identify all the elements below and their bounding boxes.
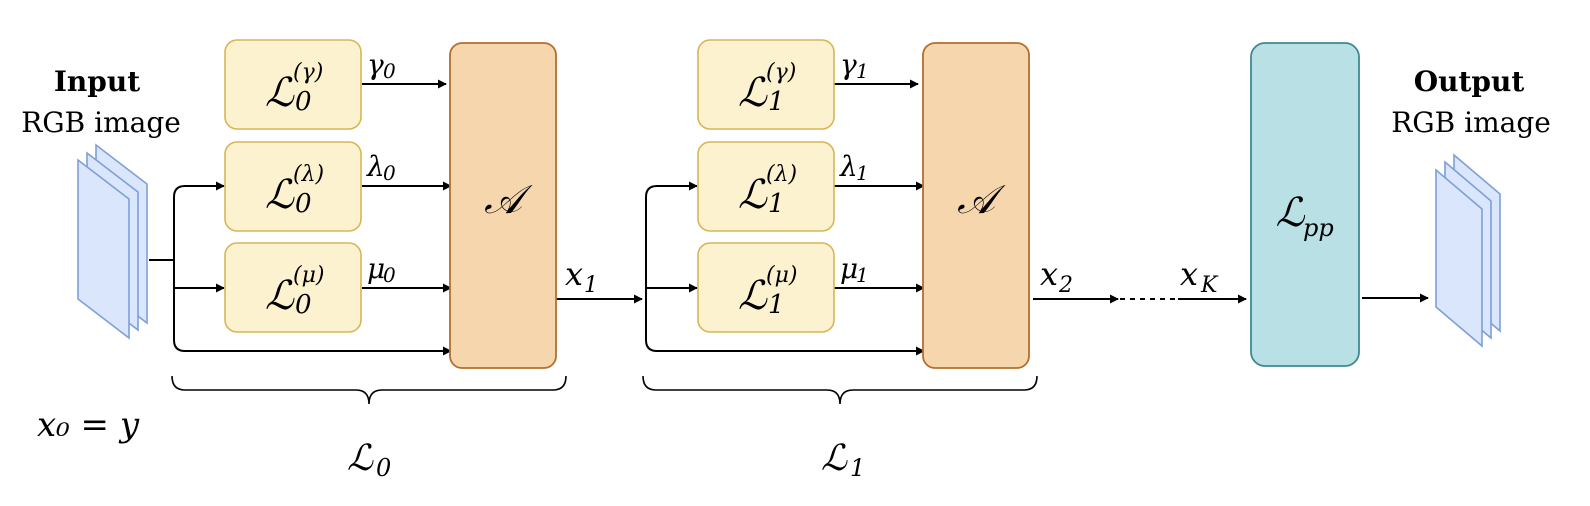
svg-text:ℒ: ℒ (738, 273, 768, 319)
svg-text:λ: λ (366, 150, 385, 183)
postprocessing-block (1250, 42, 1360, 367)
input-subtitle: RGB image (21, 106, 181, 139)
postprocessing-symbol: ℒ (1276, 190, 1306, 236)
block-lambda1-superscript: (λ) (766, 162, 797, 187)
block-lambda1-symbol: ℒ (738, 172, 768, 218)
brace-0-symbol: ℒ (347, 438, 374, 479)
block-lambda1 (697, 141, 835, 232)
final-input-subscript: K (1200, 273, 1219, 298)
param-mu1-symbol: μ (840, 252, 858, 285)
svg-text:ℒ: ℒ (265, 172, 295, 218)
param-gamma1-symbol: γ (840, 48, 857, 81)
param-gamma1-subscript: 1 (856, 59, 869, 83)
input-image-stack-icon (77, 143, 148, 340)
init-equation: x₀ = y (37, 405, 140, 445)
brace-1 (642, 375, 1038, 405)
block-gamma0-subscript: 0 (295, 87, 312, 117)
block-mu1 (697, 242, 835, 333)
stage-0-output-subscript: 1 (584, 273, 598, 298)
param-lambda1-subscript: 1 (856, 161, 869, 185)
output-image-stack-icon (1435, 153, 1501, 348)
aggregator-block-0 (449, 42, 557, 369)
brace-1-subscript: 1 (850, 454, 865, 482)
edge-skip1 (645, 299, 925, 356)
block-lambda0-subscript: 0 (295, 189, 312, 219)
postprocessing-subscript: pp (1303, 214, 1334, 242)
final-input-symbol: x (1180, 255, 1198, 293)
stage-0-output-symbol: x (565, 255, 583, 293)
svg-text:γ: γ (840, 48, 857, 81)
block-mu0-symbol: ℒ (265, 273, 295, 319)
stage-1-output-symbol: x (1040, 255, 1058, 293)
edge-to-lambda0 (173, 181, 225, 260)
block-mu0-superscript: (μ) (293, 263, 324, 288)
block-gamma1-superscript: (γ) (766, 60, 796, 85)
stage-1-output-subscript: 2 (1058, 273, 1073, 298)
input-title: Input (54, 65, 140, 98)
param-mu1-subscript: 1 (856, 263, 869, 287)
block-lambda0 (224, 141, 362, 232)
brace-1-symbol: ℒ (821, 438, 848, 479)
stage-1: ℒ (γ) 1 ℒ (λ) 1 ℒ (μ) 1 γ 1 λ 1 μ 1 𝒜 x … (642, 39, 1119, 482)
param-gamma0-symbol: γ (367, 48, 384, 81)
block-gamma0 (224, 39, 362, 130)
edge-to-lambda1 (645, 181, 698, 299)
param-gamma0-subscript: 0 (383, 59, 396, 83)
edge-to-mu0 (173, 260, 225, 293)
svg-text:ℒ: ℒ (265, 273, 295, 319)
param-lambda0-symbol: λ (366, 150, 385, 183)
block-mu0-subscript: 0 (295, 290, 312, 320)
block-gamma1-subscript: 1 (768, 87, 785, 117)
block-lambda1-subscript: 1 (768, 189, 785, 219)
block-gamma0-symbol: ℒ (265, 70, 295, 116)
block-lambda0-symbol: ℒ (265, 172, 295, 218)
brace-0 (171, 375, 567, 405)
param-lambda0-subscript: 0 (383, 161, 396, 185)
block-gamma1-symbol: ℒ (738, 70, 768, 116)
stage-0: ℒ (γ) 0 ℒ (λ) 0 ℒ (μ) 0 γ 0 λ 0 μ 0 𝒜 x … (149, 39, 643, 482)
svg-text:ℒ: ℒ (738, 70, 768, 116)
svg-text:μ: μ (367, 252, 385, 285)
svg-text:ℒ: ℒ (738, 172, 768, 218)
svg-text:γ: γ (367, 48, 384, 81)
block-mu1-superscript: (μ) (766, 263, 797, 288)
output-subtitle: RGB image (1391, 106, 1551, 139)
edge-skip0 (173, 288, 452, 356)
block-gamma1 (697, 39, 835, 130)
aggregator-block-1 (922, 42, 1030, 369)
svg-text:μ: μ (840, 252, 858, 285)
svg-text:λ: λ (839, 150, 858, 183)
block-gamma0-superscript: (γ) (293, 60, 323, 85)
param-lambda1-symbol: λ (839, 150, 858, 183)
param-mu0-subscript: 0 (383, 263, 396, 287)
param-mu0-symbol: μ (367, 252, 385, 285)
block-lambda0-superscript: (λ) (293, 162, 324, 187)
output-title: Output (1414, 65, 1525, 98)
block-mu0 (224, 242, 362, 333)
block-mu1-subscript: 1 (768, 290, 785, 320)
block-mu1-symbol: ℒ (738, 273, 768, 319)
svg-text:ℒ: ℒ (265, 70, 295, 116)
brace-0-subscript: 0 (376, 454, 391, 482)
